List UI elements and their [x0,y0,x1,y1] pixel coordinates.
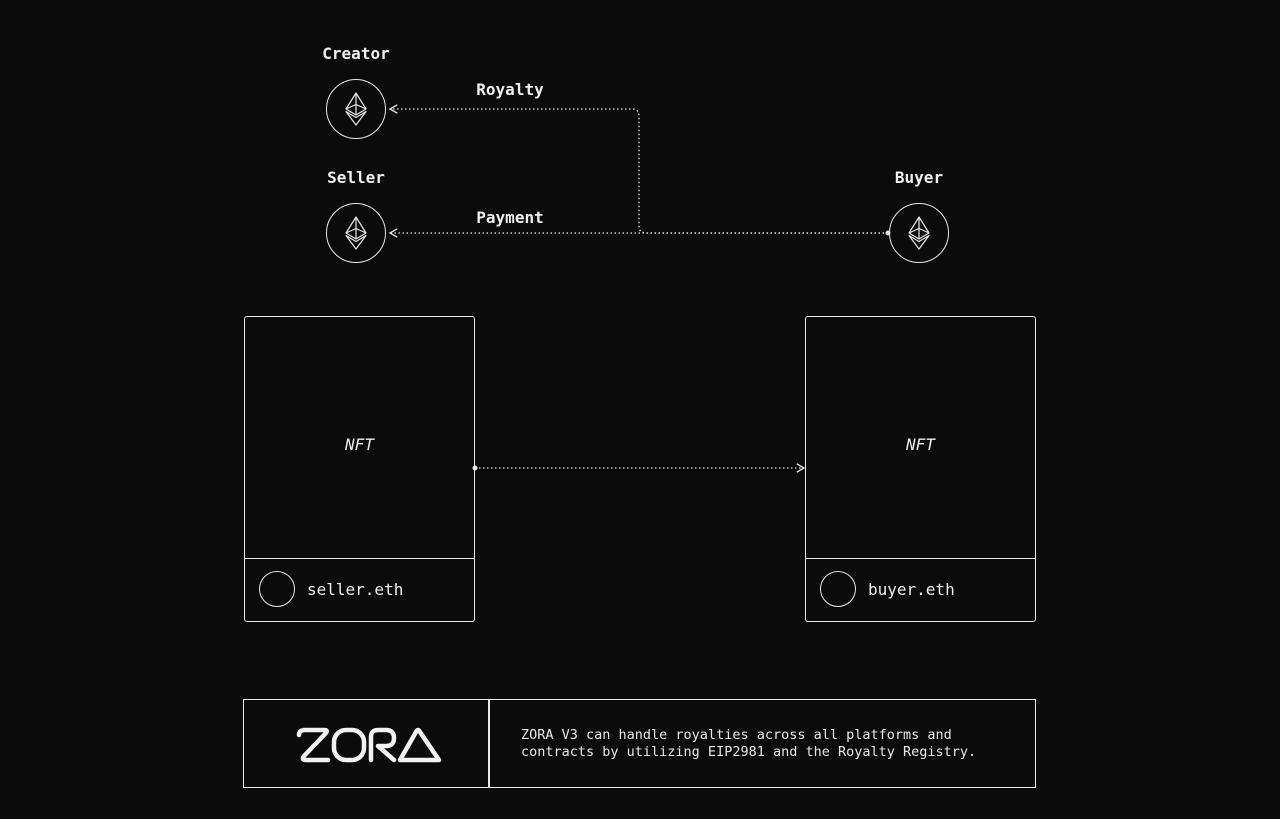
owner-name: seller.eth [307,580,404,599]
description-line: ZORA V3 can handle royalties across all … [521,727,952,743]
seller-nft-card: NFT seller.eth [244,316,475,622]
nft-preview: NFT [806,317,1035,559]
creator-node [326,79,386,139]
zora-logo [296,727,442,767]
avatar [820,571,856,607]
buyer-node [889,203,949,263]
ethereum-icon [345,92,367,126]
seller-label: Seller [327,168,385,187]
nft-label: NFT [345,435,374,454]
ethereum-icon [908,216,930,250]
ethereum-icon [345,216,367,250]
nft-preview: NFT [245,317,474,559]
payment-label: Payment [476,208,544,227]
creator-label: Creator [322,44,390,63]
footer-description: ZORA V3 can handle royalties across all … [521,727,1021,761]
buyer-nft-card: NFT buyer.eth [805,316,1036,622]
owner-name: buyer.eth [868,580,955,599]
nft-label: NFT [906,435,935,454]
footer-panel: ZORA V3 can handle royalties across all … [243,699,1036,788]
owner-row: seller.eth [245,559,474,621]
avatar [259,571,295,607]
description-line: contracts by utilizing EIP2981 and the R… [521,744,977,760]
royalty-label: Royalty [476,80,544,99]
footer-divider [488,700,490,787]
owner-row: buyer.eth [806,559,1035,621]
buyer-label: Buyer [894,168,944,187]
seller-card-connector-dot [472,465,478,471]
seller-node [326,203,386,263]
